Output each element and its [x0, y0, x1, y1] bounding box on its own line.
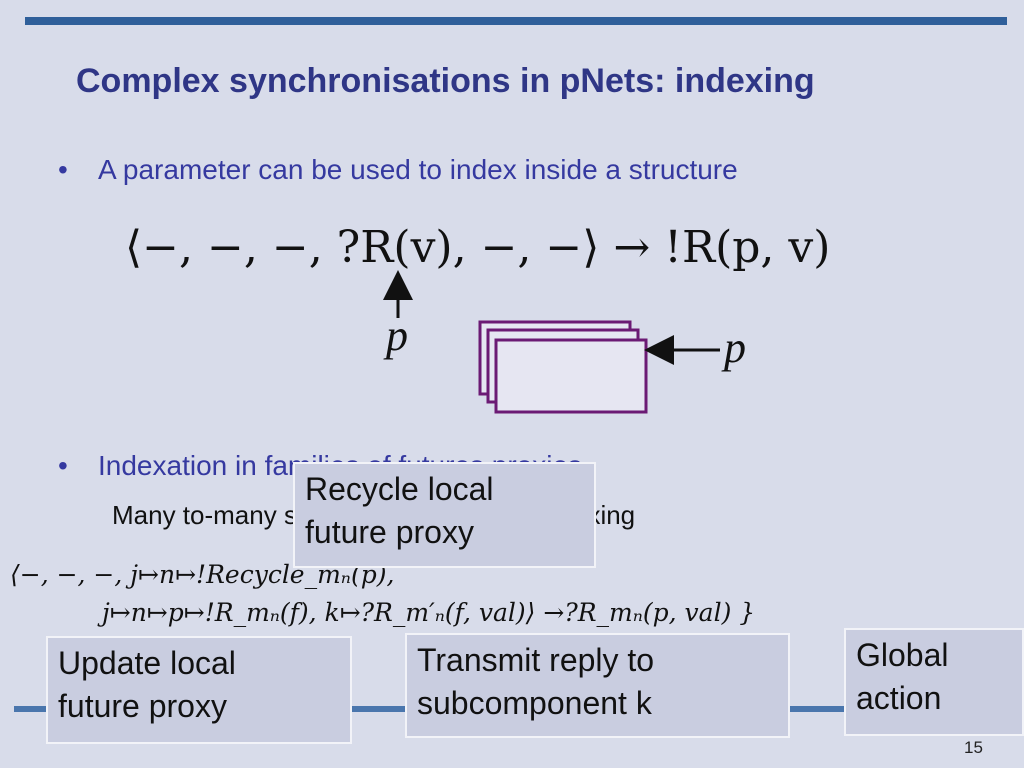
callout-update-line-1: Update local	[58, 645, 236, 681]
bullet-dot-icon: •	[58, 450, 68, 481]
top-accent-bar	[25, 17, 1007, 25]
callout-transmit-line-1: Transmit reply to	[417, 642, 655, 678]
callout-transmit-line-2: subcomponent k	[417, 685, 652, 722]
param-p-right: p	[724, 323, 746, 372]
bullet-text-1: A parameter can be used to index inside …	[98, 154, 738, 185]
sync-formula-line-2: j↦n↦p↦!R_mₙ(f), k↦?R_m′ₙ(f, val)⟩ →?R_mₙ…	[102, 598, 756, 627]
callout-global: Global action	[844, 628, 1024, 736]
stack-box-middle	[486, 328, 640, 404]
slide-title: Complex synchronisations in pNets: index…	[76, 62, 815, 100]
callout-global-line-2: action	[856, 680, 942, 717]
callout-recycle-line-1: Recycle local	[305, 471, 494, 507]
page-number: 15	[964, 738, 983, 757]
stack-box-front	[494, 338, 648, 414]
callout-update-line-2: future proxy	[58, 688, 227, 725]
callout-update: Update local future proxy	[46, 636, 352, 744]
callout-transmit: Transmit reply to subcomponent k	[405, 633, 790, 738]
bullet-dot-icon: •	[58, 154, 68, 185]
callout-global-line-1: Global	[856, 637, 949, 673]
stack-box-back	[478, 320, 632, 396]
callout-recycle: Recycle local future proxy	[293, 462, 596, 568]
bullet-item-1: • A parameter can be used to index inside…	[58, 154, 738, 186]
callout-recycle-line-2: future proxy	[305, 514, 474, 551]
param-p-left: p	[386, 311, 408, 360]
formula-main: ⟨−, −, −, ?R(v), −, −⟩ → !R(p, v)	[125, 222, 831, 273]
